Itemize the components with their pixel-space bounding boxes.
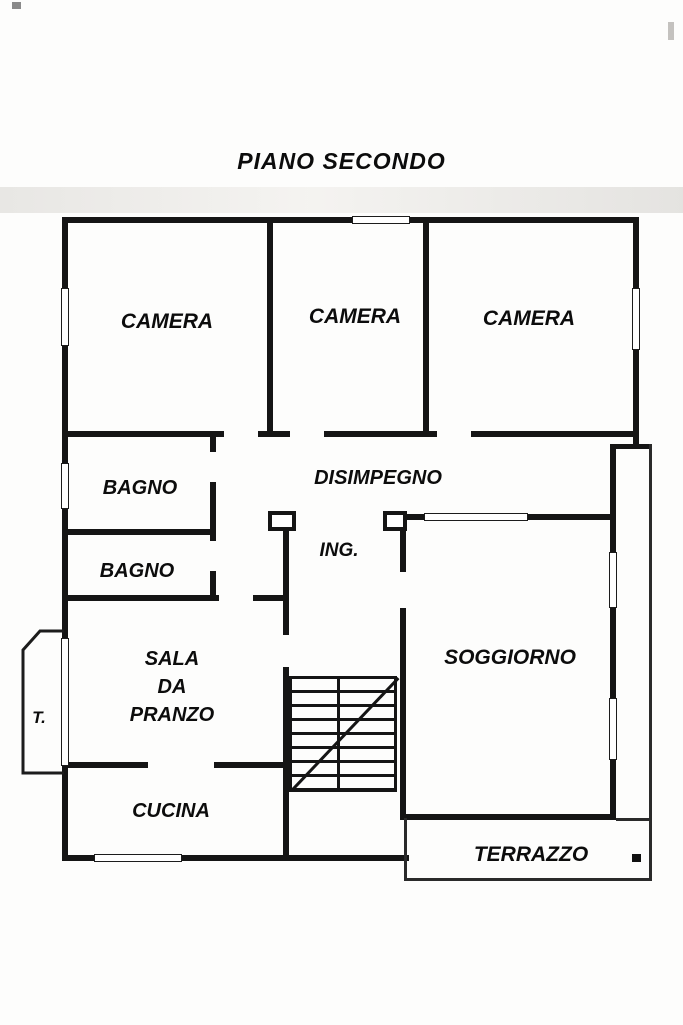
wall-camera1-camera2	[267, 217, 273, 431]
window-camera1	[61, 288, 69, 346]
terrazzo-bottom-edge	[404, 878, 652, 881]
room-label-terrazzo: TERRAZZO	[473, 843, 589, 866]
window-soggiorno-top	[424, 513, 528, 521]
wall-bagno-right	[210, 431, 216, 601]
room-label-bagno-2: BAGNO	[99, 560, 175, 582]
scan-speck	[12, 2, 21, 9]
window-cucina	[94, 854, 182, 862]
wall-camera2-camera3	[423, 217, 429, 431]
plan-title: PIANO SECONDO	[237, 148, 446, 174]
room-label-camera-2: CAMERA	[308, 305, 402, 328]
wall-soggiorno-left	[400, 514, 406, 820]
door-corridor-sala	[282, 635, 290, 667]
window-soggiorno-right-1	[609, 552, 617, 608]
pillar	[268, 511, 296, 531]
scan-streak	[0, 187, 683, 213]
wall-soggiorno-right	[610, 444, 616, 820]
wall-top	[62, 217, 639, 223]
scan-dot	[632, 854, 641, 862]
door-bagno1	[209, 452, 217, 482]
wall-sala-top	[62, 595, 289, 601]
room-label-ingresso: ING.	[319, 540, 359, 561]
room-label-soggiorno: SOGGIORNO	[444, 646, 576, 669]
door-soggiorno	[399, 572, 407, 608]
wall-left	[62, 217, 68, 861]
wall-bottom	[62, 855, 409, 861]
door-bagno2	[209, 541, 217, 571]
wall-soggiorno-bottom	[400, 814, 616, 820]
room-label-sala-da-pranzo: SALA DA PRANZO	[92, 645, 252, 729]
door-cucina	[148, 761, 214, 769]
window-bagno1	[61, 463, 69, 509]
room-label-cucina: CUCINA	[132, 800, 210, 822]
scan-speck	[668, 22, 674, 40]
sala-line-1: SALA	[144, 648, 200, 670]
room-label-bagno-1: BAGNO	[102, 477, 178, 499]
window-sala-bay	[61, 638, 69, 766]
balcony-right-edge	[649, 444, 652, 881]
terrazzo-left-edge	[404, 818, 407, 881]
pillar	[383, 511, 407, 531]
room-label-terrazzino: T.	[32, 708, 46, 727]
door-camera2	[290, 430, 324, 438]
window-top	[352, 216, 410, 224]
wall-corridor-left-stub	[283, 514, 289, 601]
wall-bagno-divider	[62, 529, 216, 535]
sala-line-2: DA	[157, 676, 187, 698]
window-camera3	[632, 288, 640, 350]
room-label-disimpegno: DISIMPEGNO	[314, 467, 442, 489]
room-label-camera-3: CAMERA	[482, 307, 576, 330]
wall-below-bedrooms	[62, 431, 639, 437]
door-sala	[219, 594, 253, 602]
room-label-camera-1: CAMERA	[120, 310, 214, 333]
door-camera1	[224, 430, 258, 438]
staircase-divider	[337, 676, 340, 792]
wall-sala-right	[283, 595, 289, 861]
window-soggiorno-right-2	[609, 698, 617, 760]
wall-right-connector	[610, 444, 652, 449]
sala-line-3: PRANZO	[129, 704, 215, 726]
door-camera3	[437, 430, 471, 438]
bay-window-outline	[21, 629, 64, 775]
terrazzo-top-edge	[616, 818, 652, 821]
